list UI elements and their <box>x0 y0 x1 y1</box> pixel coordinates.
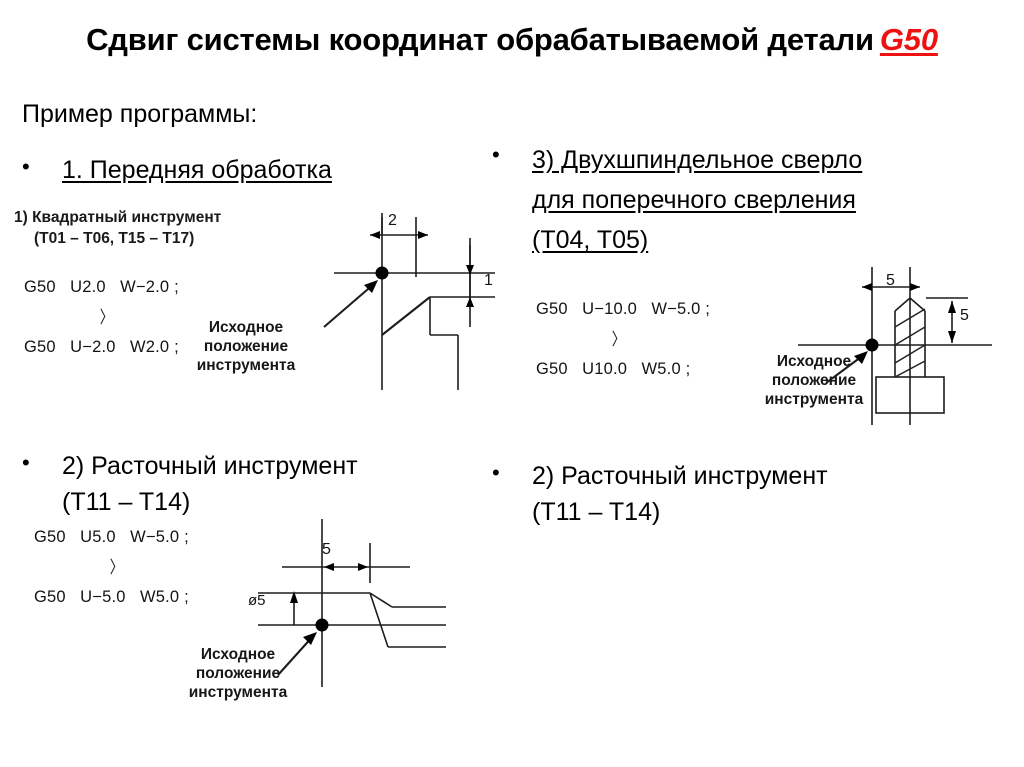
bullet-marker: • <box>492 460 500 485</box>
figure1-drawing <box>323 213 495 390</box>
figure2-dim-diameter: ø5 <box>248 592 266 609</box>
figure2-code-line1: G50 U5.0 W−5.0 ; <box>34 528 189 546</box>
bullet-marker: • <box>22 450 30 475</box>
figure1-caption-line1: 1) Квадратный инструмент <box>14 209 222 226</box>
page-title-text: Сдвиг системы координат обрабатываемой д… <box>86 22 874 57</box>
figure1-caption-line2: (T01 – T06, T15 – T17) <box>34 230 195 247</box>
figure1-code-line2: G50 U−2.0 W2.0 ; <box>24 338 179 356</box>
bullet-item-boring-tool-right: • 2) Расточный инструмент (T11 – T14) <box>492 458 972 530</box>
figure3-code-line1: G50 U−10.0 W−5.0 ; <box>536 300 711 318</box>
figure2-code-line2: G50 U−5.0 W5.0 ; <box>34 588 189 606</box>
bullet-item-boring-tool-left: • 2) Расточный инструмент (T11 – T14) <box>22 448 452 520</box>
figure2-code-ellipsis: 〉 <box>109 558 124 577</box>
figure2-dim-horizontal: 5 <box>322 541 331 558</box>
figure3-code-ellipsis: 〉 <box>611 330 626 349</box>
figure3-code-line2: G50 U10.0 W5.0 ; <box>536 360 691 378</box>
program-example-label: Пример программы: <box>22 100 258 128</box>
bullet-label-front-machining: 1. Передняя обработка <box>62 156 332 184</box>
figure3-dim-horizontal: 5 <box>886 272 895 289</box>
bullet-item-front-machining: • 1. Передняя обработка <box>22 152 452 188</box>
figure3-dim-vertical: 5 <box>960 307 969 324</box>
bullet-label-twin-spindle-drill: 3) Двухшпиндельное сверло для поперечног… <box>532 146 863 254</box>
figure2-annotation: Исходное положение инструмента <box>188 646 288 701</box>
figure1-code-ellipsis: 〉 <box>99 308 114 327</box>
bullet-marker: • <box>22 154 30 179</box>
figure1-code-line1: G50 U2.0 W−2.0 ; <box>24 278 179 296</box>
figure2-drawing <box>258 519 446 687</box>
bullet-label-boring-tool-right: 2) Расточный инструмент (T11 – T14) <box>532 462 828 526</box>
bullet-marker: • <box>492 142 500 167</box>
figure1-dim-horizontal: 2 <box>388 212 397 229</box>
figure1-annotation: Исходное положение инструмента <box>196 319 296 374</box>
bullet-item-twin-spindle-drill: • 3) Двухшпиндельное сверло для поперечн… <box>492 140 1012 260</box>
figure3-drawing <box>798 267 992 425</box>
page-title: Сдвиг системы координат обрабатываемой д… <box>0 22 1024 58</box>
bullet-label-boring-tool-left: 2) Расточный инструмент (T11 – T14) <box>62 452 358 516</box>
page-title-gcode: G50 <box>879 22 938 57</box>
figure1-dim-vertical: 1 <box>484 272 493 289</box>
